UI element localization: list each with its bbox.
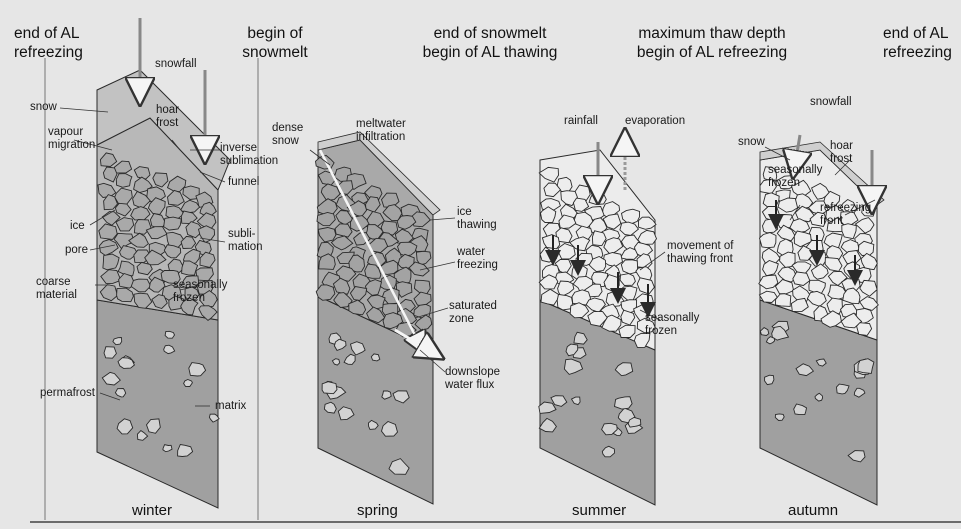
coarse-block bbox=[164, 217, 182, 230]
matrix-stone bbox=[184, 380, 193, 387]
permafrost-matrix-slabs bbox=[97, 296, 877, 508]
coarse-block bbox=[116, 174, 132, 188]
label-autumn-snow: snow bbox=[738, 136, 765, 149]
label-autumn-seasonally-frozen: seasonally frozen bbox=[768, 164, 822, 190]
label-movement-thawing-front: movement of thawing front bbox=[667, 240, 733, 266]
label-water-freezing: water freezing bbox=[457, 246, 498, 272]
label-saturated-zone: saturated zone bbox=[449, 300, 497, 326]
matrix-stone bbox=[322, 382, 337, 394]
label-ice: ice bbox=[70, 220, 85, 233]
label-autumn-snowfall: snowfall bbox=[810, 96, 852, 109]
header-winter-start: end of AL refreezing bbox=[14, 24, 83, 62]
label-evaporation: evaporation bbox=[625, 115, 685, 128]
label-meltwater-infiltration: meltwater infiltration bbox=[356, 118, 406, 144]
label-sublimation: subli- mation bbox=[228, 228, 263, 254]
winter-permafrost-slab bbox=[97, 300, 218, 508]
label-autumn-hoar-frost: hoar frost bbox=[830, 140, 853, 166]
matrix-stone bbox=[858, 359, 874, 374]
season-label-spring: spring bbox=[357, 502, 398, 519]
label-winter-seasonally-frozen: seasonally frozen bbox=[173, 279, 227, 305]
season-label-autumn: autumn bbox=[788, 502, 838, 519]
label-inverse-sublimation: inverse sublimation bbox=[220, 142, 278, 168]
season-label-winter: winter bbox=[132, 502, 172, 519]
matrix-stone bbox=[165, 331, 174, 338]
label-rainfall: rainfall bbox=[564, 115, 598, 128]
label-downslope-water-flux: downslope water flux bbox=[445, 366, 500, 392]
matrix-stone bbox=[371, 354, 380, 361]
leader-line bbox=[430, 218, 455, 220]
coarse-block bbox=[621, 260, 637, 274]
label-pore: pore bbox=[65, 244, 88, 257]
header-begin-snowmelt: begin of snowmelt bbox=[215, 24, 335, 62]
label-summer-seasonally-frozen: seasonally frozen bbox=[645, 312, 699, 338]
season-label-summer: summer bbox=[572, 502, 626, 519]
matrix-stone bbox=[615, 397, 633, 409]
label-funnel: funnel bbox=[228, 176, 259, 189]
label-snow: snow bbox=[30, 101, 57, 114]
label-permafrost: permafrost bbox=[40, 387, 95, 400]
label-dense-snow: dense snow bbox=[272, 122, 303, 148]
label-coarse-material: coarse material bbox=[36, 276, 77, 302]
label-refreezing-front: refreezing front bbox=[820, 202, 871, 228]
matrix-stone bbox=[765, 375, 774, 384]
label-ice-thawing: ice thawing bbox=[457, 206, 497, 232]
header-autumn-end: end of AL refreezing bbox=[883, 24, 952, 62]
label-hoar-frost: hoar frost bbox=[156, 104, 179, 130]
header-end-snowmelt: end of snowmelt begin of AL thawing bbox=[395, 24, 585, 62]
label-snowfall: snowfall bbox=[155, 58, 197, 71]
header-max-thaw-depth: maximum thaw depth begin of AL refreezin… bbox=[612, 24, 812, 62]
label-matrix: matrix bbox=[215, 400, 246, 413]
label-vapour-migration: vapour migration bbox=[48, 126, 95, 152]
